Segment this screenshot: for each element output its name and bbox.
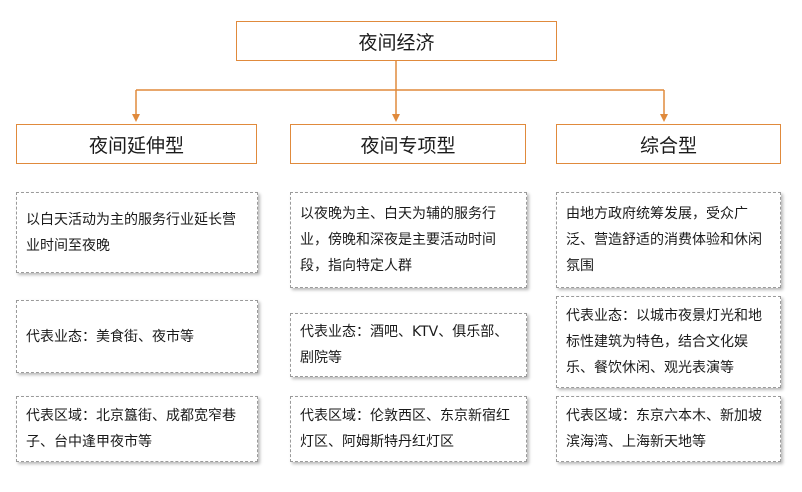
card-regions: 代表区域：北京簋街、成都宽窄巷子、台中逢甲夜市等 [16,396,258,462]
card-text: 以夜晚为主、白天为辅的服务行业，傍晚和深夜是主要活动时间段，指向特定人群 [300,206,496,274]
card-formats: 代表业态：美食街、夜市等 [16,300,258,373]
card-text: 代表区域：伦敦西区、东京新宿红灯区、阿姆斯特丹红灯区 [300,408,510,450]
card-text: 由地方政府统筹发展，受众广泛、营造舒适的消费体验和休闲氛围 [566,206,762,274]
category-title: 综合型 [639,134,697,157]
card-regions: 代表区域：东京六本木、新加坡滨海湾、上海新天地等 [556,396,781,462]
card-text: 代表业态：美食街、夜市等 [26,328,194,345]
card-text: 代表区域：北京簋街、成都宽窄巷子、台中逢甲夜市等 [26,408,236,450]
card-formats: 代表业态：酒吧、KTV、俱乐部、剧院等 [290,313,527,377]
card-text: 代表区域：东京六本木、新加坡滨海湾、上海新天地等 [566,408,762,450]
card-definition: 由地方政府统筹发展，受众广泛、营造舒适的消费体验和休闲氛围 [556,192,781,288]
root-label: 夜间经济 [358,31,435,54]
card-definition: 以夜晚为主、白天为辅的服务行业，傍晚和深夜是主要活动时间段，指向特定人群 [290,192,527,288]
category-night-special: 夜间专项型 [290,124,526,164]
category-comprehensive: 综合型 [556,124,781,164]
card-regions: 代表区域：伦敦西区、东京新宿红灯区、阿姆斯特丹红灯区 [290,396,527,462]
card-formats: 代表业态：以城市夜景灯光和地标性建筑为特色，结合文化娱乐、餐饮休闲、观光表演等 [556,296,781,388]
card-text: 代表业态：酒吧、KTV、俱乐部、剧院等 [300,324,509,366]
category-night-extension: 夜间延伸型 [16,124,257,164]
card-definition: 以白天活动为主的服务行业延长营业时间至夜晚 [16,192,258,273]
card-text: 以白天活动为主的服务行业延长营业时间至夜晚 [26,211,236,254]
category-title: 夜间延伸型 [88,134,184,157]
category-title: 夜间专项型 [360,134,456,157]
root-node: 夜间经济 [236,21,557,61]
card-text: 代表业态：以城市夜景灯光和地标性建筑为特色，结合文化娱乐、餐饮休闲、观光表演等 [566,308,762,376]
